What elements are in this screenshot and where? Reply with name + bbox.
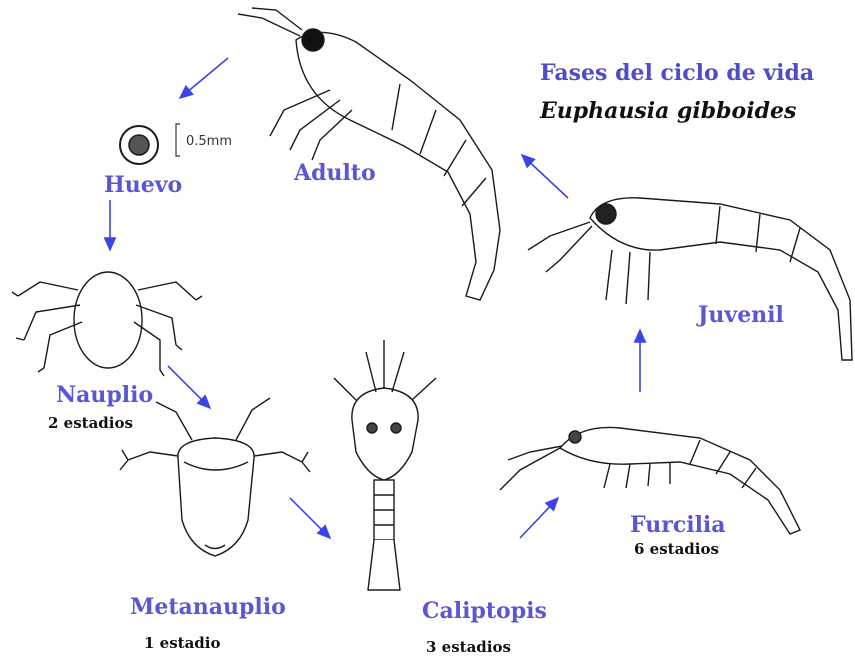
stage-count-caliptopis: 3 estadios bbox=[426, 640, 511, 655]
arrow-nauplio-to-metanauplio bbox=[168, 366, 210, 408]
diagram-title: Fases del ciclo de vida bbox=[540, 62, 814, 84]
scale-label: 0.5mm bbox=[186, 134, 232, 149]
arrow-juvenil-to-adulto bbox=[522, 155, 568, 198]
stage-count-metanauplio: 1 estadio bbox=[144, 636, 221, 651]
stage-label-huevo: Huevo bbox=[104, 174, 182, 196]
stage-label-adulto: Adulto bbox=[294, 162, 376, 184]
arrow-caliptopis-to-furcilia bbox=[520, 498, 558, 538]
stage-count-furcilia: 6 estadios bbox=[634, 542, 719, 557]
juvenile-drawing bbox=[528, 198, 852, 360]
arrow-adulto-to-huevo bbox=[180, 58, 228, 98]
species-name: Euphausia gibboides bbox=[540, 100, 796, 122]
calyptopis-drawing bbox=[334, 340, 436, 590]
stage-label-furcilia: Furcilia bbox=[630, 514, 726, 536]
stage-label-metanauplio: Metanauplio bbox=[130, 596, 286, 618]
arrow-metanauplio-to-caliptopis bbox=[290, 498, 330, 538]
nauplius-drawing bbox=[12, 272, 202, 376]
adult-drawing bbox=[238, 8, 500, 300]
stage-count-nauplio: 2 estadios bbox=[48, 416, 133, 431]
metanauplius-drawing bbox=[120, 398, 310, 556]
stage-label-nauplio: Nauplio bbox=[56, 384, 153, 406]
egg-drawing bbox=[120, 124, 180, 164]
stage-label-caliptopis: Caliptopis bbox=[422, 600, 547, 622]
stage-label-juvenil: Juvenil bbox=[698, 304, 784, 326]
